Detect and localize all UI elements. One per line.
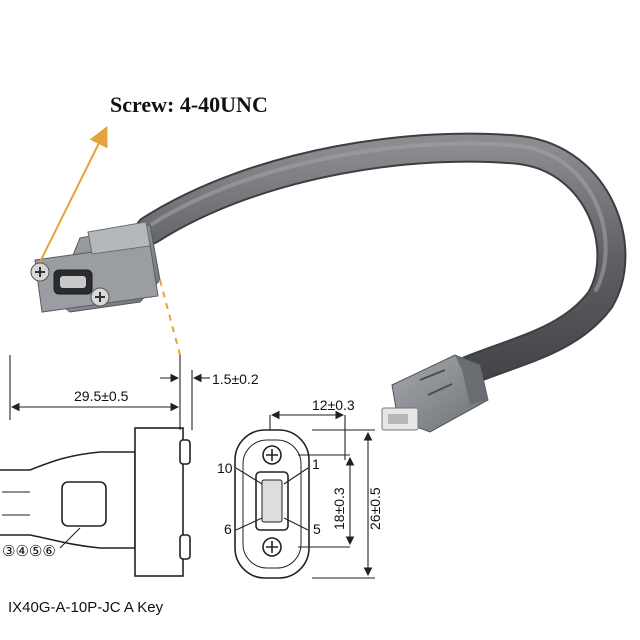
pitch-dimension: 12±0.3 [312,397,355,413]
pin-5-label: 5 [313,521,321,537]
screw-label: Screw: 4-40UNC [110,92,268,117]
cross-screw-icon [90,287,110,307]
leader-dash-line [159,279,181,356]
male-connector [381,354,489,433]
pin-6-label: 6 [224,521,232,537]
cross-screw-icon [30,262,50,282]
cable [135,132,627,385]
outer-height-dimension: 26±0.5 [367,487,383,530]
length-dimension: 29.5±0.5 [74,388,129,404]
inner-height-dimension: 18±0.3 [331,487,347,530]
side-view-drawing [0,355,210,577]
part-number-label: IX40G-A-10P-JC A Key [8,599,164,616]
front-view-drawing [234,410,375,579]
pin-number-sequence: ③④⑤⑥ [2,543,56,560]
thickness-dimension: 1.5±0.2 [212,371,259,387]
leader-arrow-icon [39,126,108,263]
pin-1-label: 1 [312,456,320,472]
panel-mount-connector [34,221,161,313]
pin-10-label: 10 [217,460,233,476]
